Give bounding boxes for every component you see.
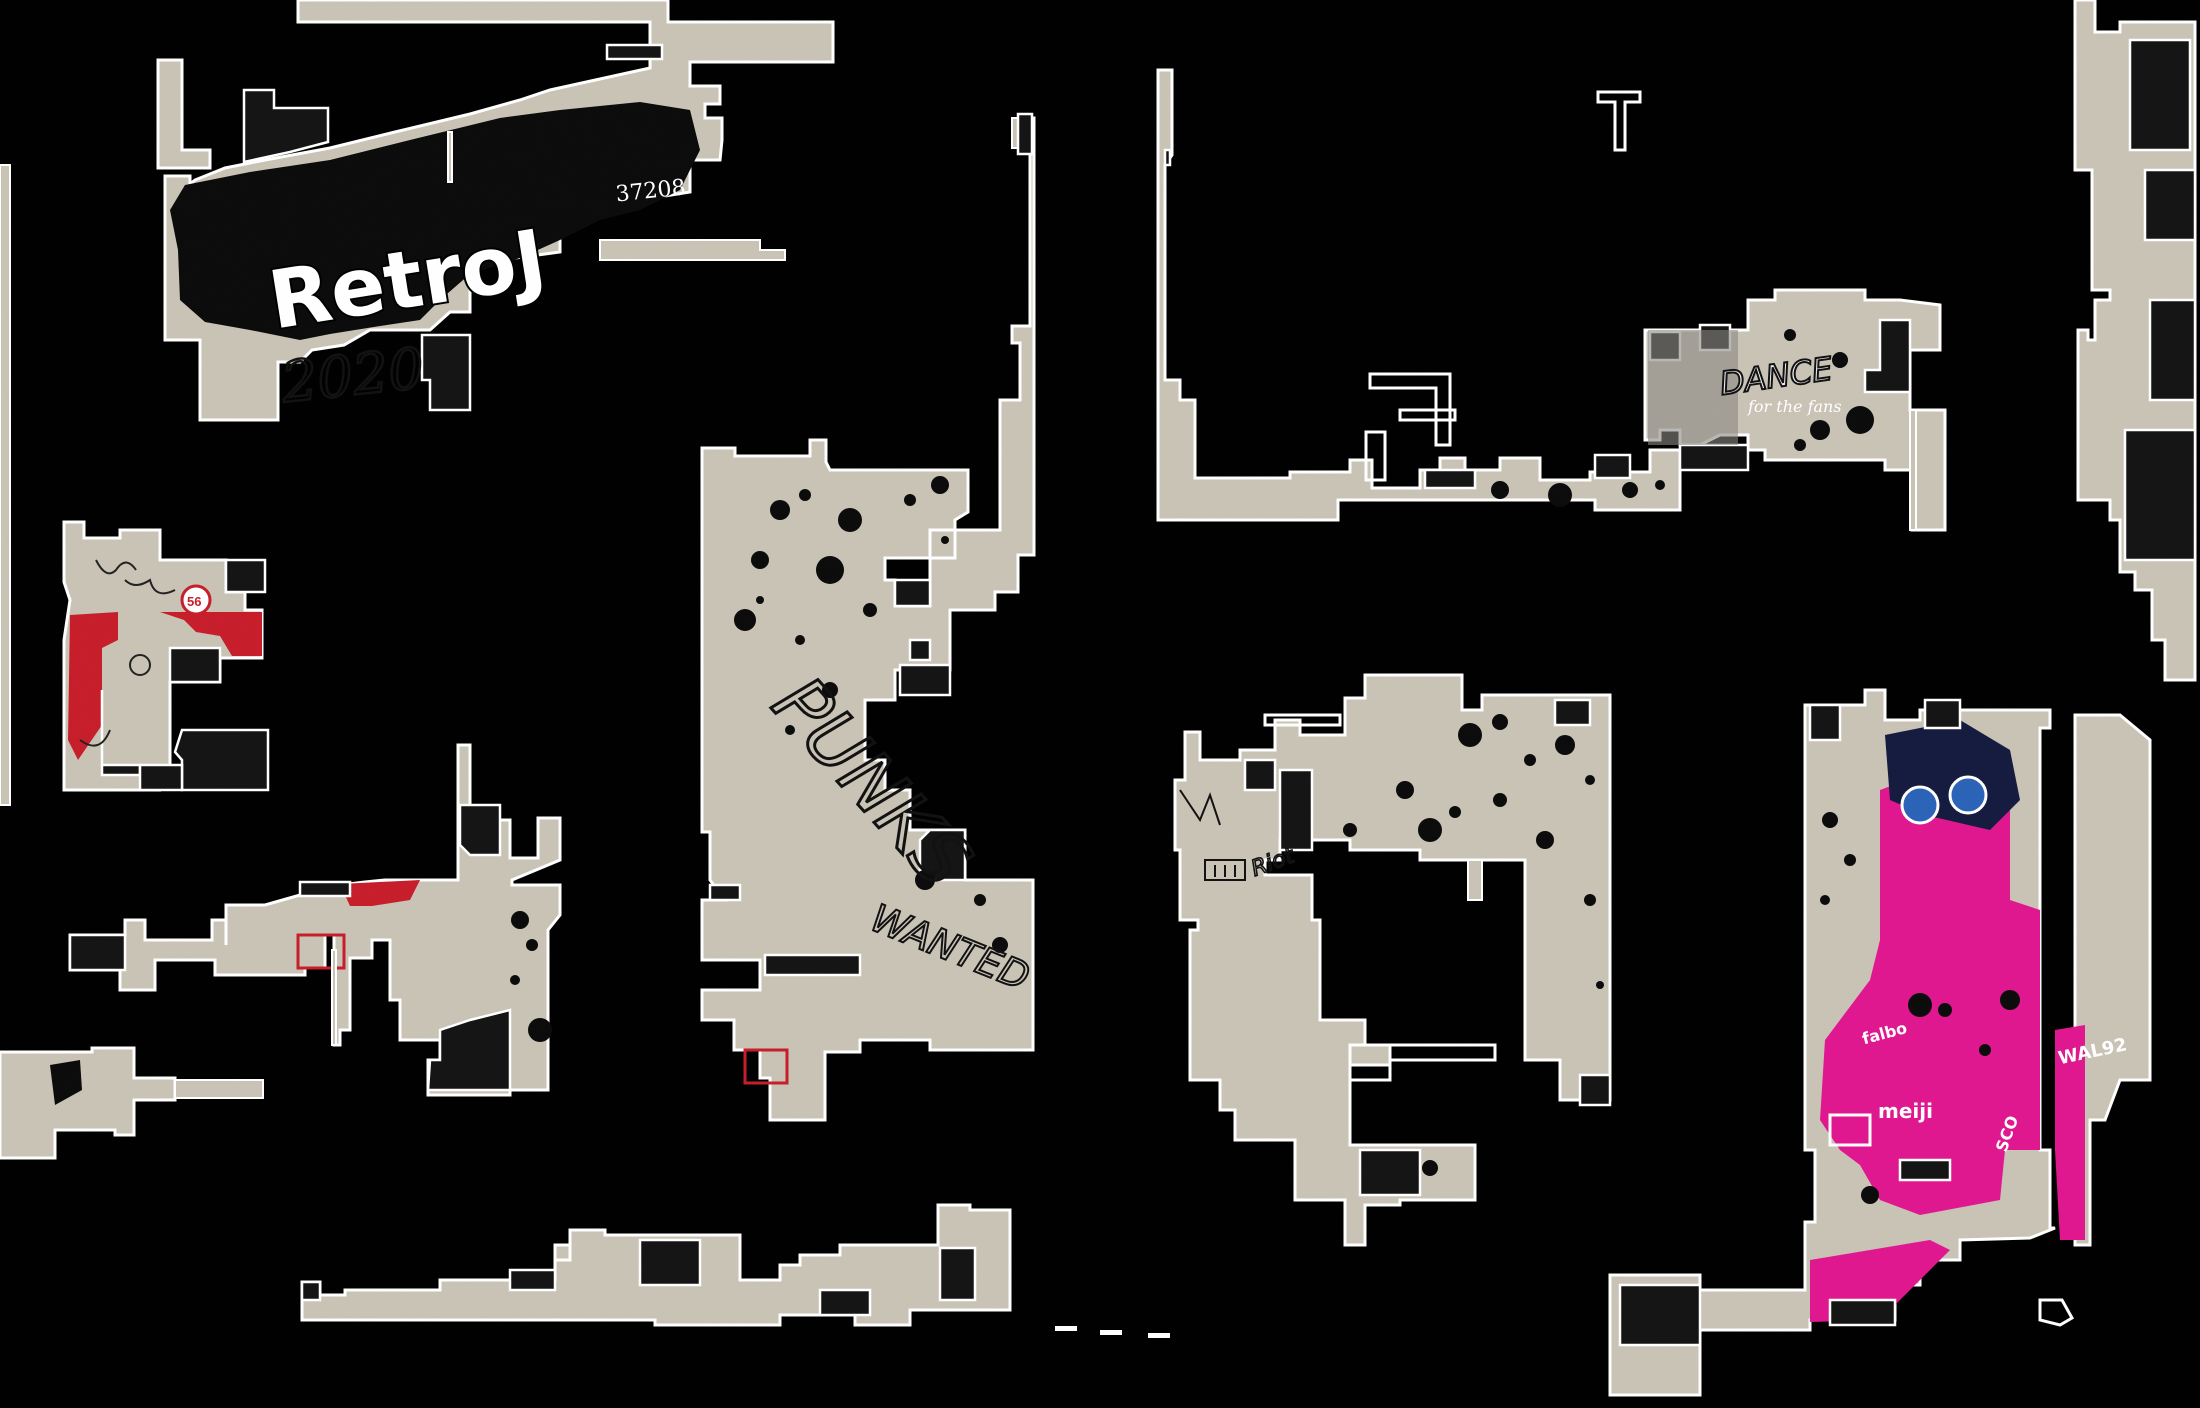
right-strip-dark-1	[2128, 38, 2192, 152]
left-mid-rail	[331, 949, 337, 1046]
right-strip-dark-3	[2148, 298, 2197, 402]
logo-dark-notch-2	[420, 333, 472, 412]
punks-dark-6	[908, 638, 932, 662]
zone-bottom-left	[0, 1046, 264, 1160]
pink-dark-1	[1808, 703, 1842, 742]
zone-right-strip	[2073, 0, 2197, 682]
punks-dark-5	[708, 883, 742, 902]
logo-rail	[447, 131, 453, 183]
corridor-t-marker	[1596, 90, 1642, 152]
corridor-dark-2	[1423, 468, 1477, 490]
left-mid-dark-1	[68, 933, 127, 972]
left-mid-dark-2	[298, 880, 352, 898]
riot-rail-3	[1467, 859, 1483, 901]
riot-dark-3	[1578, 1073, 1612, 1107]
pink-dark-3	[1618, 1283, 1702, 1347]
dance-dark-4	[1678, 443, 1750, 472]
pink-room-marker	[2038, 1298, 2075, 1327]
bottom-strip-dark-3	[638, 1238, 702, 1287]
bottom-strip-dark-1	[300, 1280, 322, 1302]
red-room-dark-4	[173, 728, 270, 792]
bottom-strip-dark-5	[938, 1246, 977, 1302]
bottom-strip-markers	[1055, 1326, 1170, 1338]
red-room-dark-5	[138, 763, 184, 792]
punks-dark-1	[893, 578, 932, 608]
red-room-dark-2	[168, 646, 222, 684]
logo-ledge	[599, 239, 786, 261]
pink-dark-5	[1898, 1158, 1952, 1182]
logo-dark-slot	[605, 43, 664, 61]
zone-red-room: 56	[62, 520, 270, 792]
left-edge-rail	[0, 164, 11, 806]
floor-logo-left-arm	[156, 58, 212, 170]
pink-character-eye-right	[1948, 775, 1988, 815]
riot-dark-2	[1553, 698, 1592, 727]
riot-dark-4	[1243, 758, 1277, 792]
red-badge-text: 56	[187, 594, 201, 609]
corridor-dark-3	[1163, 148, 1172, 167]
punks-top-slot	[1016, 112, 1034, 156]
zone-top-corridor	[1156, 68, 1682, 522]
graffiti-meiji: meiji	[1878, 1099, 1933, 1123]
riot-dark-1	[1358, 1148, 1422, 1197]
pink-dark-2	[1923, 698, 1962, 730]
punks-dark-3	[898, 663, 952, 697]
floor-pink-room-east	[2073, 713, 2152, 1247]
floor-top-corridor	[1156, 68, 1682, 522]
red-room-dark-1	[224, 558, 267, 594]
zone-bottom-strip	[300, 1203, 1170, 1338]
right-strip-dark-4	[2123, 428, 2197, 562]
zone-pink-room: WAL92 meiji falbo SCO	[1608, 688, 2152, 1397]
right-strip-dark-2	[2143, 168, 2197, 242]
bottom-strip-dark-2	[508, 1268, 557, 1292]
logo-year: 2020	[278, 336, 428, 416]
zone-riot-room: Riot	[1173, 673, 1612, 1247]
floor-bottom-left	[0, 1046, 177, 1160]
dance-rail	[1909, 409, 1917, 531]
left-mid-dark-3	[458, 803, 502, 857]
zone-left-mid	[68, 743, 562, 1097]
zone-punks-room: PUNKS WANTED	[700, 112, 1037, 1122]
bottom-strip-dark-4	[818, 1288, 872, 1317]
graffiti-for-the-fans: for the fans	[1747, 397, 1842, 416]
pink-dark-4	[1828, 1298, 1897, 1327]
bottom-left-bar	[174, 1079, 264, 1099]
zone-dance-room: DANCE for the fans	[1643, 288, 1947, 532]
corridor-rail-2	[1398, 408, 1457, 422]
corridor-dark-1	[1593, 453, 1632, 480]
punks-dark-4	[763, 953, 862, 977]
pink-character-eye-left	[1900, 785, 1940, 825]
riot-dark-5	[1278, 768, 1314, 852]
